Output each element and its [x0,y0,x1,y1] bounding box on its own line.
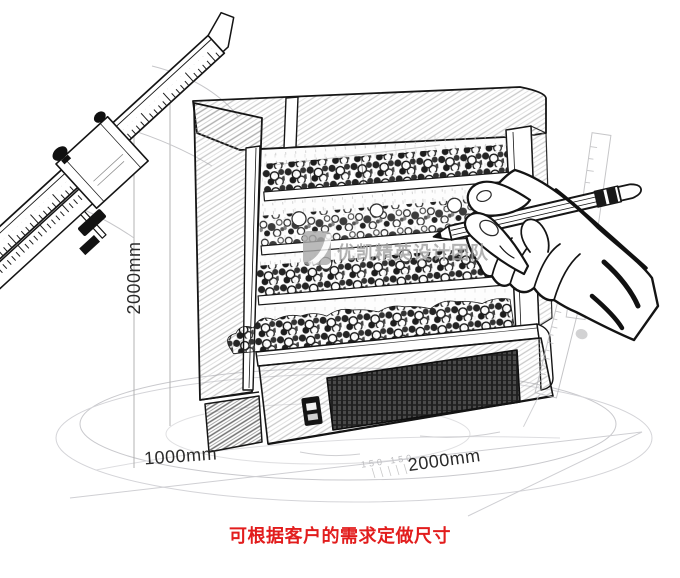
width-dimension-label: 2000mm [407,445,482,475]
power-switch [301,396,323,426]
customization-note: 可根据客户的需求定做尺寸 [229,525,451,546]
shelf-row [260,134,511,202]
hand-sketch [432,168,660,342]
caliper-jaw [0,304,2,346]
caliper-lock-screw [93,111,106,123]
fingernail [476,189,492,203]
display-case-sketch [192,86,554,457]
base-plinth [204,395,263,453]
pencil-eraser [617,183,642,202]
watermark-logo-icon [303,231,331,265]
watermark-text: 优凯精英设计团队 [337,242,489,263]
bottom-well [227,298,515,355]
caliper-slider [55,115,149,210]
height-dimension-label: 2000mm [124,241,144,314]
pencil-tip [433,232,442,238]
thumbnail [479,219,499,237]
index-finger [466,180,532,217]
vernier-caliper-sketch [0,11,235,346]
caliper-thumb-screw [52,146,68,161]
watermark: 优凯精英设计团队 [303,231,489,266]
depth-dimension-label: 1000mm [143,443,217,468]
